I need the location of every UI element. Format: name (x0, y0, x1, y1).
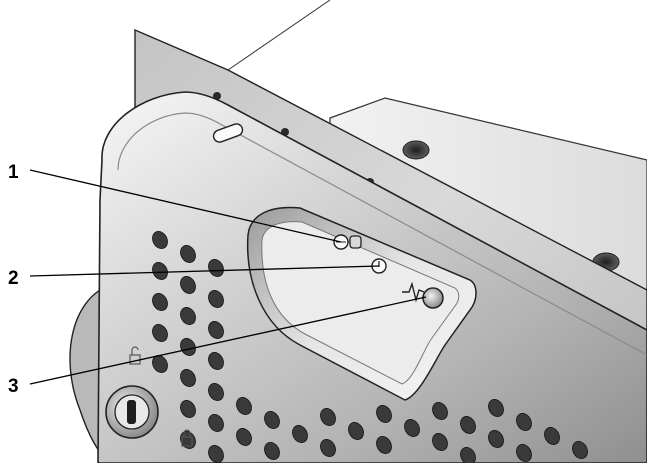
vent-hole (544, 427, 560, 445)
vent-hole (180, 400, 196, 418)
system-status-indicator (402, 281, 444, 309)
vent-hole-grid (152, 231, 588, 463)
vent-hole (432, 433, 448, 451)
vent-hole (320, 408, 336, 426)
control-panel-inner (261, 221, 460, 385)
vent-hole (404, 419, 420, 437)
callout-leader-2 (29, 265, 380, 277)
bezel-bevel (117, 112, 647, 356)
vent-hole (152, 324, 168, 342)
vent-hole (208, 383, 224, 401)
rack-edge-line (227, 0, 331, 71)
vent-hole (516, 413, 532, 431)
vent-hole (236, 397, 252, 415)
vent-hole (208, 290, 224, 308)
vent-hole (432, 402, 448, 420)
vent-hole (572, 441, 588, 459)
vent-hole (320, 439, 336, 457)
hard-drive-led (349, 235, 362, 249)
vent-hole (208, 321, 224, 339)
callout-number-2: 2 (8, 268, 19, 289)
vent-hole (460, 416, 476, 434)
vent-hole (208, 414, 224, 432)
vent-hole (516, 444, 532, 462)
key-lock-icon (105, 385, 159, 439)
vent-hole (180, 245, 196, 263)
callout-leader-1 (29, 169, 342, 243)
vent-hole (180, 276, 196, 294)
vent-hole (180, 369, 196, 387)
callout-leaders (29, 169, 427, 385)
vent-hole (180, 307, 196, 325)
vent-hole (264, 442, 280, 460)
vent-hole (208, 445, 224, 463)
vent-hole (460, 447, 476, 463)
vent-hole (208, 352, 224, 370)
chassis-screw (402, 140, 430, 160)
bezel-slot (212, 123, 244, 143)
callout-number-1: 1 (8, 162, 19, 183)
vent-hole (152, 262, 168, 280)
system-status-icon (402, 281, 425, 303)
callout-leader-3 (29, 296, 427, 385)
vent-hole (348, 422, 364, 440)
vent-hole (292, 425, 308, 443)
vent-hole (376, 405, 392, 423)
vent-hole (236, 428, 252, 446)
system-status-led (422, 287, 444, 309)
vent-hole (488, 430, 504, 448)
vent-hole (152, 293, 168, 311)
padlock-icon (181, 429, 193, 447)
vent-hole (152, 231, 168, 249)
vent-hole (376, 436, 392, 454)
vent-hole (264, 411, 280, 429)
callout-number-3: 3 (8, 376, 19, 397)
vent-hole (488, 399, 504, 417)
